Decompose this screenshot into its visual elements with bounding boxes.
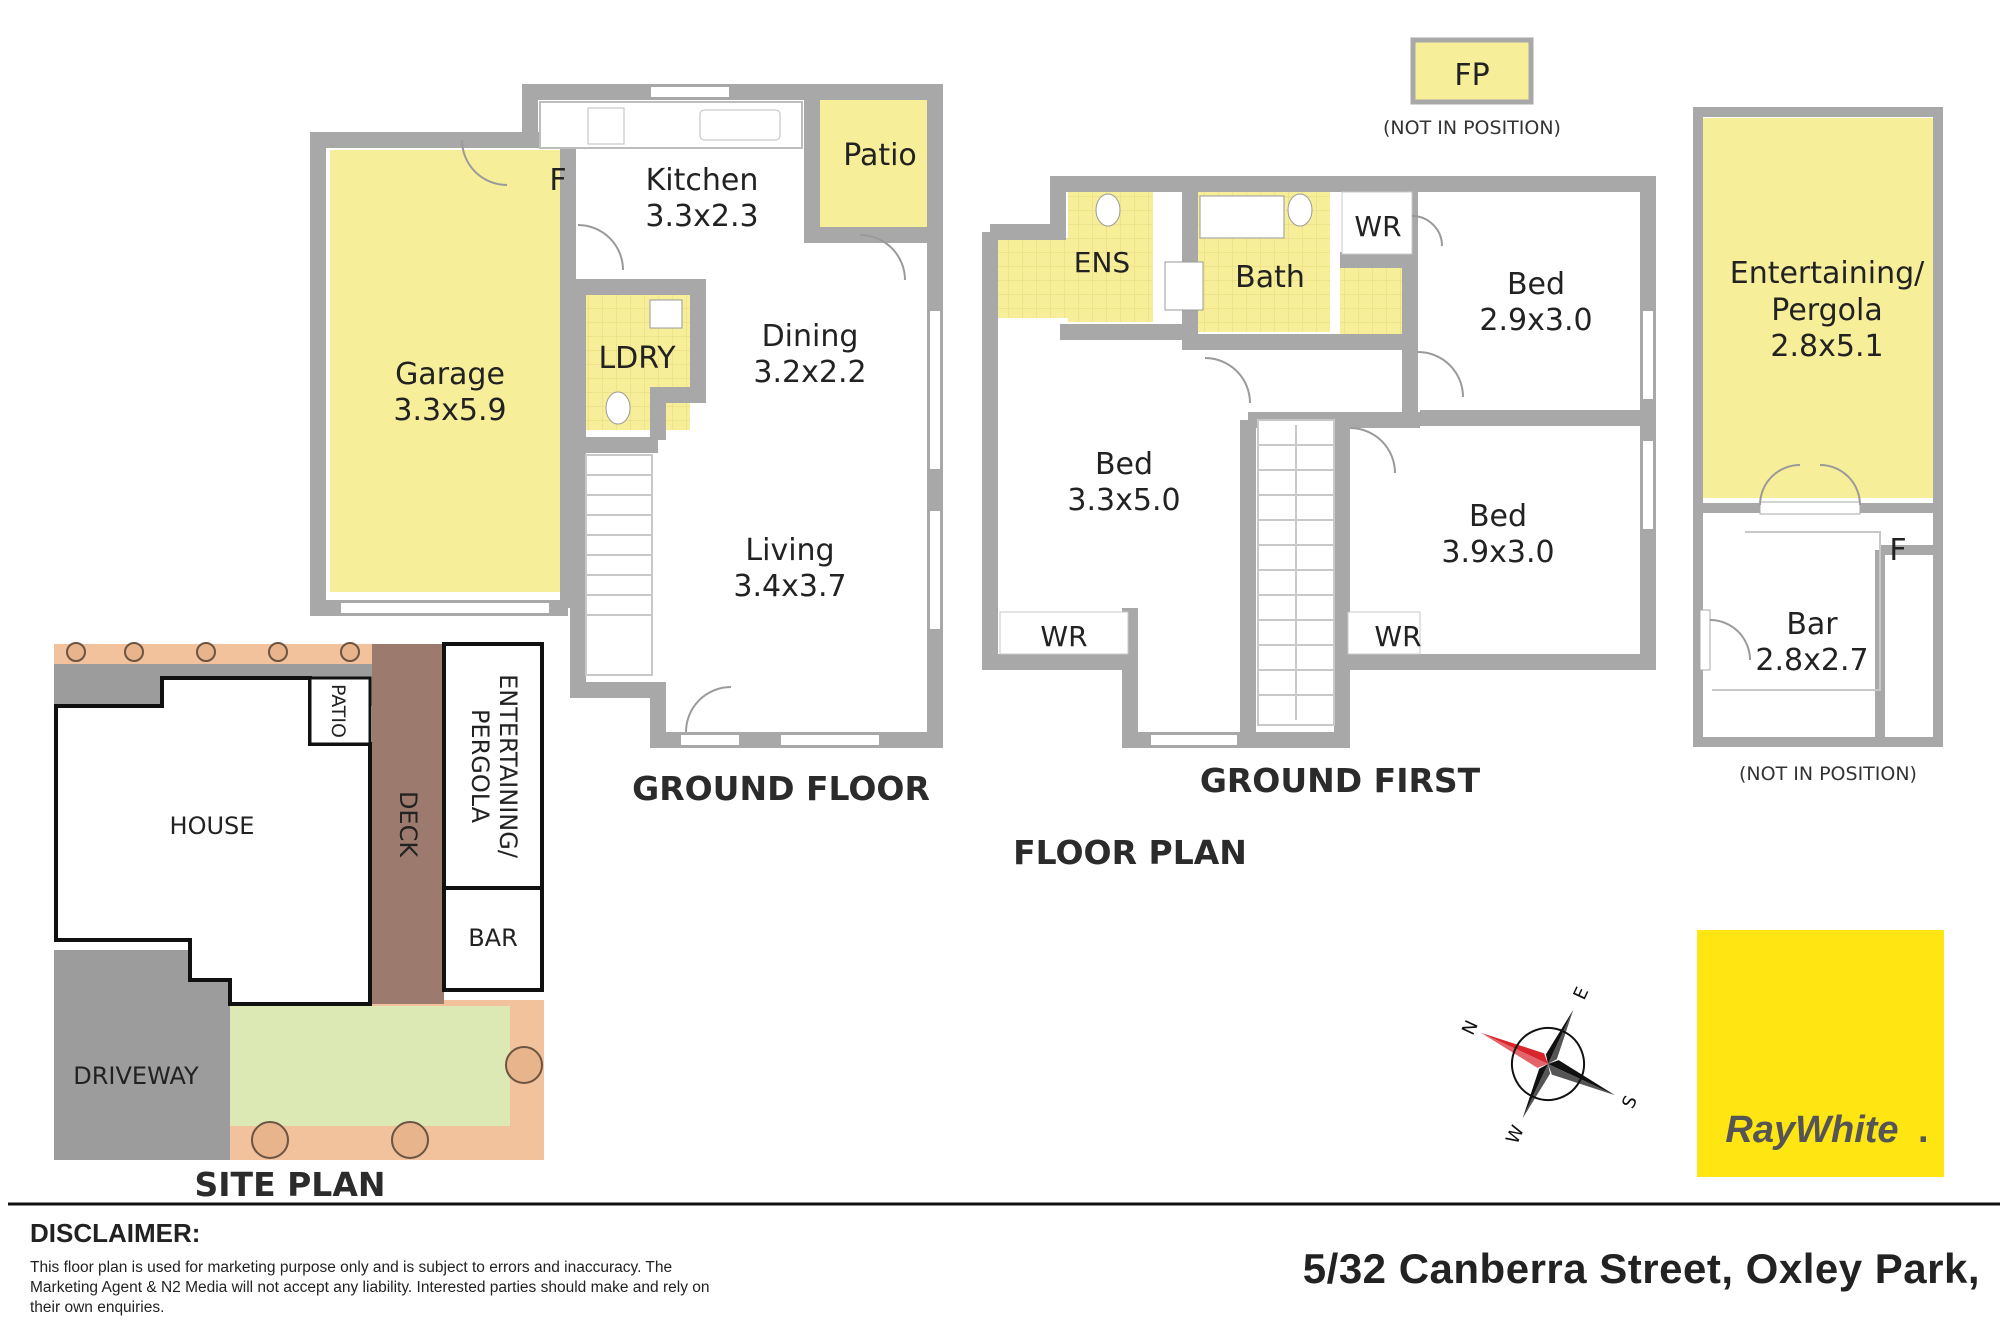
garage-size: 3.3x5.9: [393, 393, 506, 428]
property-address: 5/32 Canberra Street, Oxley Park,: [1302, 1245, 1980, 1292]
bed1-label: Bed: [1095, 447, 1153, 482]
compass-n: N: [1458, 1017, 1483, 1038]
robe-1: [999, 611, 1129, 655]
bed1-size: 3.3x5.0: [1067, 483, 1180, 518]
site-entertaining-label: ENTERTAINING/: [494, 674, 522, 859]
robe-1-label: WR: [1040, 620, 1087, 653]
site-house-label: HOUSE: [170, 812, 255, 840]
fridge-label: F: [549, 163, 566, 198]
robe-2: [1347, 611, 1421, 655]
site-plan: HOUSE DRIVEWAY BAR PATIO DECK ENTERTAINI…: [54, 642, 544, 1204]
kitchen-size: 3.3x2.3: [645, 199, 758, 234]
site-lawn: [230, 1006, 510, 1126]
site-bar-label: BAR: [468, 924, 518, 952]
site-shrubs: [66, 642, 543, 1159]
entertaining-label: Entertaining/: [1730, 256, 1925, 291]
brand-dot: .: [1918, 1109, 1929, 1151]
disclaimer-text: This floor plan is used for marketing pu…: [30, 1259, 710, 1316]
kitchen-counter: [539, 101, 803, 149]
compass-icon: N S E W: [1458, 984, 1642, 1147]
living-label: Living: [745, 533, 834, 568]
site-bar: [442, 886, 544, 992]
garage-label: Garage: [395, 357, 505, 392]
fireplace-note: (NOT IN POSITION): [1383, 117, 1561, 139]
brand-name: RayWhite: [1725, 1109, 1898, 1151]
bed2-size: 2.9x3.0: [1479, 303, 1592, 338]
first-floor-plan: ENS Bath Bed 2.9x3.0 Bed 3.3x5.0 Bed 3.9…: [982, 176, 1656, 800]
robe-2-label: WR: [1374, 620, 1421, 653]
bed3-label: Bed: [1469, 499, 1527, 534]
bar-fridge-label: F: [1889, 533, 1906, 568]
kitchen-label: Kitchen: [646, 163, 759, 198]
ground-floor-plan: Kitchen 3.3x2.3 Patio Garage 3.3x5.9 LDR…: [310, 84, 943, 808]
disclaimer-title: DISCLAIMER:: [30, 1218, 201, 1248]
dining-label: Dining: [762, 319, 859, 354]
compass-w: W: [1502, 1122, 1529, 1147]
ground-stairs: [585, 454, 653, 676]
bar-size: 2.8x2.7: [1755, 643, 1868, 678]
bar-label: Bar: [1786, 607, 1838, 642]
ensuite-label: ENS: [1074, 246, 1130, 279]
outbuilding-plan: Entertaining/ Pergola 2.8x5.1 Bar 2.8x2.…: [1693, 107, 1943, 785]
fireplace-label: FP: [1454, 58, 1489, 93]
first-floor-heading: GROUND FIRST: [1200, 761, 1481, 800]
raywhite-logo: RayWhite .: [1697, 930, 1944, 1177]
fireplace: FP (NOT IN POSITION): [1383, 37, 1561, 139]
site-patio: [308, 676, 372, 746]
first-stairs: [1257, 419, 1335, 726]
site-driveway: [54, 950, 230, 1160]
bath-label: Bath: [1235, 260, 1305, 295]
compass-s: S: [1618, 1093, 1642, 1112]
bed3-size: 3.9x3.0: [1441, 535, 1554, 570]
brand-panel: [1697, 930, 1944, 1177]
compass-e: E: [1569, 984, 1593, 1003]
laundry-label: LDRY: [598, 341, 676, 376]
patio-label: Patio: [843, 138, 917, 173]
floor-plan-title: FLOOR PLAN: [1013, 833, 1247, 872]
site-entertaining: [442, 642, 544, 890]
robe-3-label: WR: [1354, 210, 1401, 243]
dining-size: 3.2x2.2: [753, 355, 866, 390]
patio-floor: [820, 90, 928, 235]
ground-floor-heading: GROUND FLOOR: [632, 769, 930, 808]
site-house: [54, 676, 372, 1006]
site-patio-label: PATIO: [327, 684, 349, 738]
site-pergola-label: PERGOLA: [466, 709, 494, 824]
site-driveway-label: DRIVEWAY: [73, 1062, 199, 1090]
site-deck-label: DECK: [394, 791, 422, 858]
bed2-label: Bed: [1507, 267, 1565, 302]
site-plan-title: SITE PLAN: [195, 1165, 386, 1204]
robe-3: [1341, 191, 1413, 255]
pergola-label: Pergola: [1771, 293, 1882, 328]
entertaining-size: 2.8x5.1: [1770, 329, 1883, 364]
living-size: 3.4x3.7: [733, 569, 846, 604]
site-deck: [372, 644, 444, 1004]
garage-floor: [330, 150, 560, 592]
outbuilding-note: (NOT IN POSITION): [1739, 763, 1917, 785]
